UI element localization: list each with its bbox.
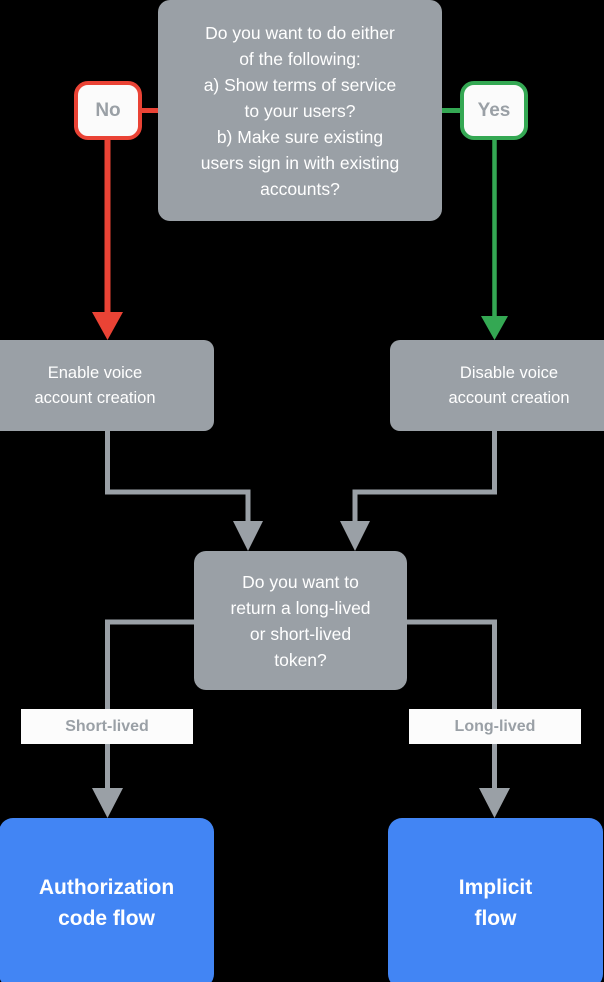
process-node-disable-voice-account-creation: Disable voice account creation (390, 340, 604, 431)
terminal-node-authorization-code-flow-text: Authorization code flow (38, 876, 175, 930)
edge-label-short-lived: Short-lived (21, 709, 193, 744)
terminal-node-implicit-flow: Implicit flow (388, 818, 603, 982)
decision-node-token-question-text: Do you want to return a long-lived or sh… (230, 571, 371, 670)
arrowhead-no-to-enable (92, 312, 123, 340)
terminal-node-implicit-flow-text: Implicit flow (458, 876, 533, 930)
branch-node-yes[interactable]: Yes (460, 81, 528, 140)
terminal-node-authorization-code-flow: Authorization code flow (0, 818, 214, 982)
edge-disable-to-token (352, 431, 497, 523)
process-node-enable-voice-account-creation-text: Enable voice account creation (34, 363, 156, 407)
branch-node-yes-label: Yes (477, 99, 511, 121)
edge-enable-to-token (105, 431, 251, 523)
process-node-enable-voice-account-creation: Enable voice account creation (0, 340, 214, 431)
branch-node-no[interactable]: No (74, 81, 142, 140)
arrowhead-token-to-implicit (479, 788, 510, 818)
arrowhead-yes-to-disable (481, 316, 508, 340)
process-node-disable-voice-account-creation-text: Disable voice account creation (448, 363, 570, 407)
arrowhead-token-to-auth-code (92, 788, 123, 818)
arrowhead-disable-to-token (340, 521, 370, 551)
arrowhead-enable-to-token (233, 521, 263, 551)
edge-label-long-lived: Long-lived (409, 709, 581, 744)
decision-node-account-question: Do you want to do either of the followin… (158, 0, 442, 221)
decision-node-account-question-text: Do you want to do either of the followin… (200, 22, 400, 199)
edge-token-to-implicit (407, 619, 497, 790)
edge-token-to-auth-code (105, 619, 194, 790)
edge-label-short-lived-text: Short-lived (65, 717, 149, 735)
edge-label-long-lived-text: Long-lived (454, 717, 536, 735)
branch-node-no-label: No (95, 99, 121, 121)
decision-node-token-question: Do you want to return a long-lived or sh… (194, 551, 407, 690)
